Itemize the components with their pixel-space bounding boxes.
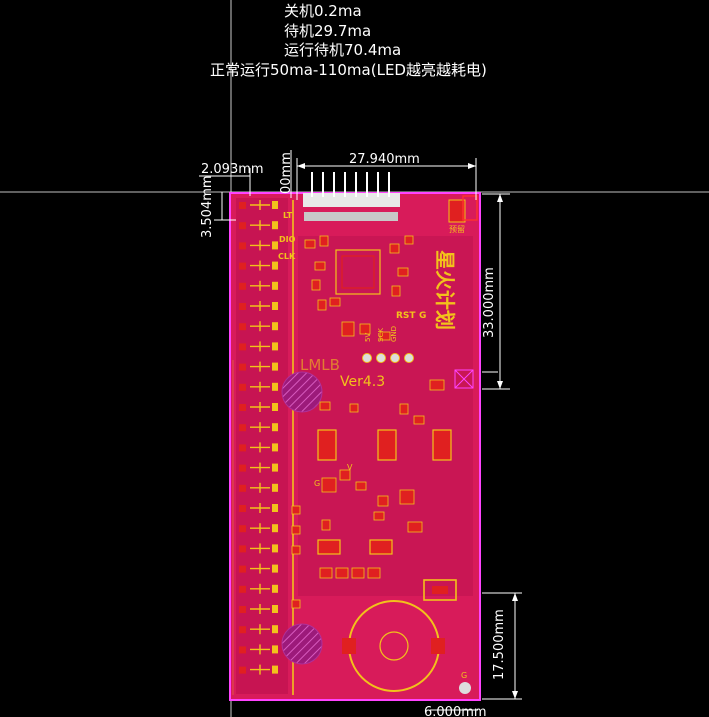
silk-brand: 星火计划 — [433, 250, 457, 330]
silk-g-top: G — [419, 311, 426, 321]
silk-model: LMLB — [300, 356, 340, 374]
current-note-normal-run: 正常运行50ma-110ma(LED越亮越耗电) — [210, 61, 487, 79]
mounting-hole-lower — [281, 623, 323, 665]
slide-switch-footprint — [423, 579, 457, 601]
silk-dio: DIO — [279, 235, 296, 244]
silk-g-mid: G — [314, 479, 320, 488]
silk-rst: RST — [396, 311, 416, 321]
silk-clk: CLK — [278, 252, 296, 261]
dim-left-offset: 2.093mm — [201, 162, 264, 177]
silk-g-bottom: G — [461, 671, 467, 680]
silk-reserve: 预留 — [449, 224, 465, 234]
dim-right-height: 33.000mm — [482, 267, 497, 338]
mcu-footprint — [335, 249, 381, 295]
dim-left-vertical: 3.504mm — [200, 175, 215, 238]
silk-pin-5v: 5V — [364, 333, 372, 342]
current-note-run-standby: 运行待机70.4ma — [284, 41, 402, 59]
silk-lt: LT — [283, 211, 293, 220]
dim-right-bottom-height: 17.500mm — [492, 609, 507, 680]
dim-width-top: 27.940mm — [349, 152, 420, 167]
silk-pin-sck: SCK — [377, 328, 385, 342]
pin-header-connector — [303, 172, 400, 221]
programming-header — [362, 353, 414, 363]
silk-version: Ver4.3 — [340, 374, 385, 390]
led-footprints — [239, 200, 278, 675]
dim-bottom-width: 6.000mm — [424, 705, 487, 717]
button-footprints — [317, 429, 452, 555]
current-note-standby: 待机29.7ma — [284, 22, 372, 40]
dim-header-partial: 00mm — [279, 152, 294, 194]
current-note-off: 关机0.2ma — [284, 2, 362, 20]
reserved-pads — [448, 195, 478, 694]
silk-v: V — [347, 463, 353, 472]
silk-pin-gnd: GND — [390, 326, 398, 342]
dimension-lines — [199, 150, 522, 711]
mounting-hole-upper — [281, 371, 323, 413]
